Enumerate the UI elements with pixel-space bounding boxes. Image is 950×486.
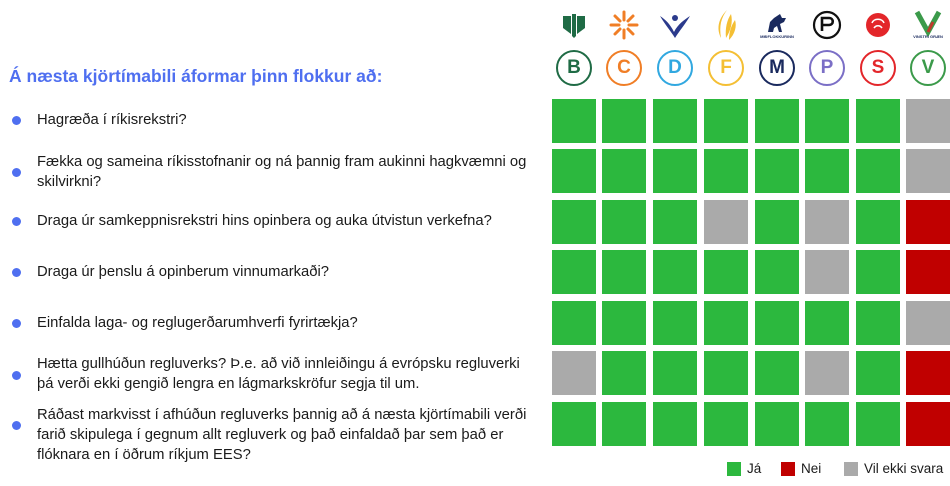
answer-cell (906, 250, 950, 294)
bullet-icon (12, 421, 21, 430)
answer-cell (906, 351, 950, 395)
answer-cell (653, 301, 697, 345)
bullet-icon (12, 168, 21, 177)
answer-cell (704, 250, 748, 294)
question-text: Fækka og sameina ríkisstofnanir og ná þa… (37, 154, 527, 190)
answer-cell (602, 301, 646, 345)
question-text: Draga úr samkeppnisrekstri hins opinbera… (37, 213, 492, 229)
answer-cell (755, 250, 799, 294)
answer-cell (602, 200, 646, 244)
party-letter-c: C (606, 50, 642, 86)
legend-swatch (781, 462, 795, 476)
legend-label: Nei (801, 461, 822, 476)
answer-cell (755, 402, 799, 446)
answer-cell (704, 149, 748, 193)
answer-cell (552, 351, 596, 395)
bullet-icon (12, 268, 21, 277)
answer-cell (856, 149, 900, 193)
answer-cell (602, 250, 646, 294)
party-letter-f: F (708, 50, 744, 86)
answer-cell (856, 301, 900, 345)
answer-cell (755, 149, 799, 193)
bullet-icon (12, 116, 21, 125)
answer-cell (653, 200, 697, 244)
party-letter-b: B (556, 50, 592, 86)
question-text: Einfalda laga- og reglugerðarumhverfi fy… (37, 315, 358, 331)
sjalfstaedisflokkur-logo-icon (658, 8, 692, 42)
page-heading: Á næsta kjörtímabili áformar þinn flokku… (9, 66, 383, 86)
answer-cell (906, 402, 950, 446)
answer-cell (602, 149, 646, 193)
answer-cell (805, 351, 849, 395)
question-text: Ráðast markvisst í afhúðun regluverks þa… (37, 407, 527, 463)
answer-cell (602, 99, 646, 143)
answer-cell (805, 149, 849, 193)
answer-cell (755, 351, 799, 395)
answer-cell (906, 200, 950, 244)
answer-cell (552, 250, 596, 294)
party-logo-text: VINSTRI GRÆN (913, 34, 943, 39)
samfylkingin-logo-icon (861, 8, 895, 42)
answer-cell (805, 301, 849, 345)
bullet-icon (12, 217, 21, 226)
answer-cell (755, 200, 799, 244)
answer-cell (552, 402, 596, 446)
answer-cell (552, 149, 596, 193)
answer-cell (704, 200, 748, 244)
answer-cell (552, 301, 596, 345)
answer-cell (805, 402, 849, 446)
midflokkurinn-logo-icon: MIÐFLOKKURINN (760, 8, 794, 42)
answer-cell (856, 250, 900, 294)
question-text: Hagræða í ríkisrekstri? (37, 112, 187, 128)
legend-label: Já (747, 461, 762, 476)
vinstri-graen-logo-icon: VINSTRI GRÆN (911, 8, 945, 42)
flokkur-folksins-logo-icon (709, 8, 743, 42)
answer-cell (906, 149, 950, 193)
answer-cell (906, 99, 950, 143)
answer-cell (704, 301, 748, 345)
framsokn-logo-icon (557, 8, 591, 42)
answer-cell (704, 402, 748, 446)
answer-cell (856, 99, 900, 143)
party-letter-v: V (910, 50, 946, 86)
party-letter-s: S (860, 50, 896, 86)
answer-cell (805, 99, 849, 143)
answer-cell (856, 351, 900, 395)
answer-cell (906, 301, 950, 345)
bullet-icon (12, 319, 21, 328)
legend-swatch (727, 462, 741, 476)
legend-swatch (844, 462, 858, 476)
answer-cell (653, 250, 697, 294)
answer-cell (602, 351, 646, 395)
party-letter-p: P (809, 50, 845, 86)
answer-cell (653, 99, 697, 143)
answer-cell (653, 402, 697, 446)
answer-cell (755, 99, 799, 143)
answer-cell (653, 149, 697, 193)
answer-cell (602, 402, 646, 446)
answer-cell (552, 200, 596, 244)
party-letter-d: D (657, 50, 693, 86)
answer-cell (704, 351, 748, 395)
answer-cell (805, 250, 849, 294)
vidreisn-logo-icon (607, 8, 641, 42)
answer-cell (755, 301, 799, 345)
answer-cell (856, 200, 900, 244)
answer-cell (704, 99, 748, 143)
question-text: Hætta gullhúðun regluverks? Þ.e. að við … (37, 356, 520, 392)
party-letter-m: M (759, 50, 795, 86)
piratar-logo-icon (810, 8, 844, 42)
answer-cell (805, 200, 849, 244)
legend-label: Vil ekki svara (864, 461, 944, 476)
answer-cell (856, 402, 900, 446)
bullet-icon (12, 371, 21, 380)
party-logo-text: MIÐFLOKKURINN (760, 34, 794, 39)
answer-cell (653, 351, 697, 395)
question-text: Draga úr þenslu á opinberum vinnumarkaði… (37, 264, 329, 280)
answer-cell (552, 99, 596, 143)
